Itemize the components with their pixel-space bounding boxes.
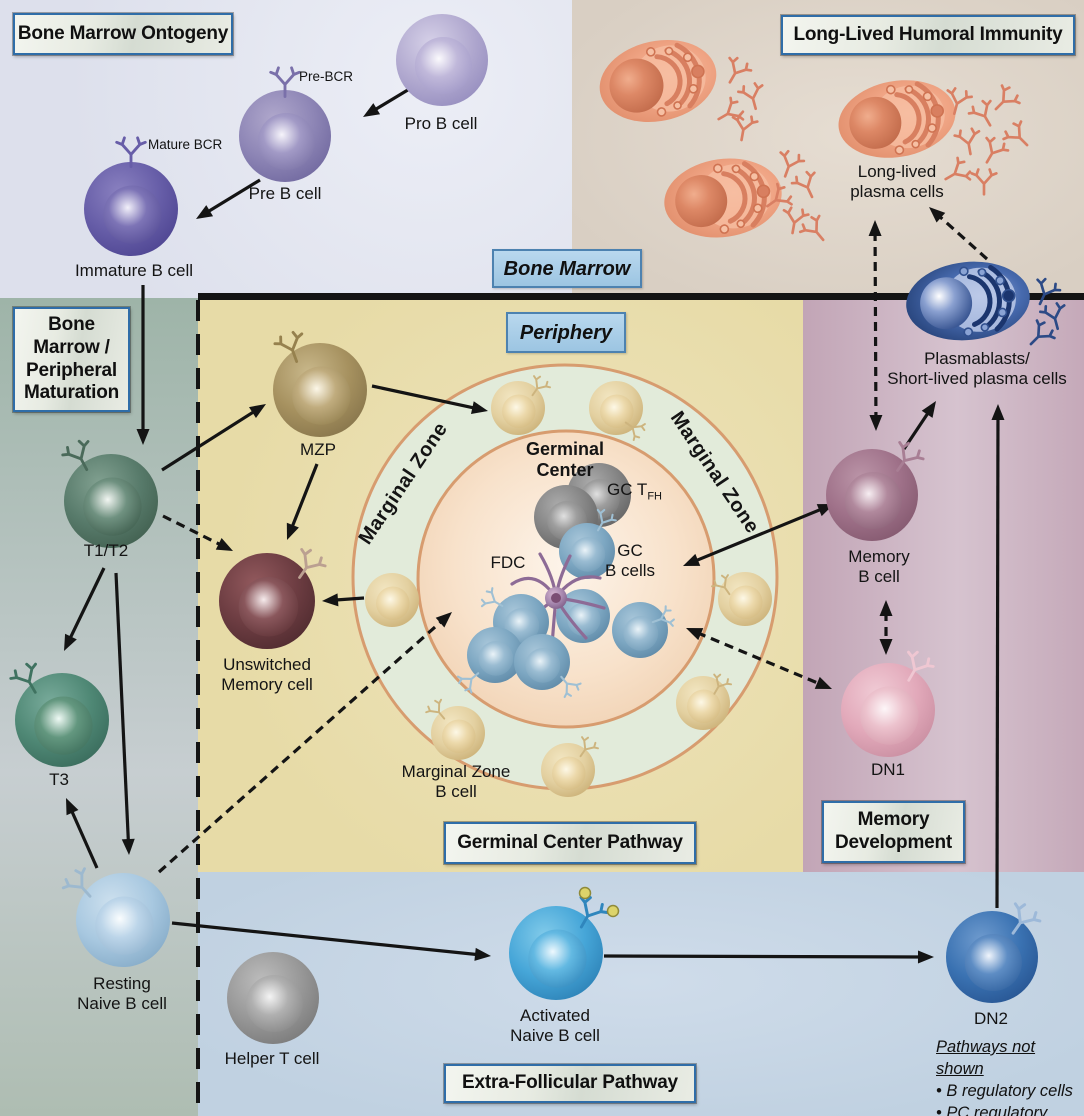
pathways-not-shown-note: Pathways not shown • B regulatory cells •… [936, 1036, 1084, 1116]
cell-helper-t-cell [227, 952, 319, 1044]
cell-gc-b-cell-right [612, 602, 675, 658]
cell-mz-b-cell-3 [365, 573, 419, 627]
arrow-plasmablast-memory-dashed-double [868, 220, 883, 431]
bcr-receptor-icon [531, 375, 551, 397]
arrow-memory-to-plasmablasts [902, 401, 936, 450]
bcr-receptor-icon [480, 587, 504, 608]
arrow-immature-to-t1t2 [136, 285, 150, 445]
cell-mz-b-cell-5 [425, 698, 485, 760]
fdc-cell [510, 552, 606, 648]
antibody-icon [728, 56, 753, 84]
cell-mz-b-cell-4 [711, 572, 772, 626]
antibody-icon [737, 82, 764, 111]
bcr-receptor-icon [596, 508, 617, 532]
arrow-dn2-to-plasmablasts [991, 404, 1005, 909]
bcr-receptor-icon [711, 574, 731, 596]
arrow-t1t2-to-t3 [64, 567, 106, 651]
cell-mz-b-cell-7 [676, 673, 733, 730]
arrow-mzp-to-unswitched [286, 463, 319, 540]
cell-long-lived-plasma-cell-3 [664, 158, 782, 238]
bcr-receptor-icon [61, 439, 90, 471]
bcr-receptor-icon [61, 867, 92, 898]
cell-mz-b-cell-6 [541, 736, 599, 797]
antibody-icon [946, 87, 973, 116]
cell-pre-b-cell [239, 66, 331, 182]
bcr-receptor-icon [907, 650, 935, 682]
bcr-receptor-icon [579, 736, 599, 758]
bcr-receptor-icon [624, 421, 646, 441]
arrow-resting-to-activated [171, 921, 491, 961]
cell-gc-b-cell-bottom [514, 634, 582, 699]
antibody-icon [994, 84, 1021, 111]
arrow-gcb-dn1-dashed-double [686, 628, 832, 689]
arrow-t1t2-to-mzp [161, 404, 266, 472]
arrow-mzp-to-marginal-zone [371, 384, 488, 414]
cell-gc-b-cell-top [559, 508, 617, 579]
antibody-icon [985, 136, 1010, 164]
arrow-resting-to-t3 [66, 798, 99, 869]
cell-t1-t2-cell [61, 439, 158, 548]
cell-long-lived-plasma-cell-2 [838, 80, 956, 158]
cell-mz-b-cell-2 [589, 381, 646, 441]
arrow-t1t2-to-resting [114, 572, 135, 855]
antibody-icon [798, 214, 825, 242]
bcr-receptor-icon [9, 662, 37, 694]
antibody-icon [944, 156, 972, 181]
antibody-icon [1039, 302, 1066, 331]
antibody-icon [717, 96, 745, 121]
bcr-receptor-icon [896, 441, 925, 472]
cell-pro-b-cell [396, 14, 488, 106]
bcr-receptor-icon [269, 66, 301, 98]
antibody-icon [782, 206, 810, 235]
pathways-note-item: • B regulatory cells [936, 1082, 1073, 1101]
antibody-icon [1002, 120, 1029, 147]
bcr-receptor-icon [579, 896, 609, 929]
pathways-note-item: • PC regulatory cells [936, 1104, 1048, 1116]
region-memory [803, 298, 1084, 872]
antibody-icon [731, 113, 759, 142]
cell-gc-b-cell-lowleft [456, 627, 523, 694]
antigen-dot-icon [606, 904, 620, 918]
bcr-receptor-icon [456, 672, 480, 694]
cell-plasmablast-cell [906, 261, 1030, 341]
bcr-receptor-icon [713, 673, 733, 695]
pathways-note-title: Pathways not shown [936, 1038, 1036, 1079]
bcr-receptor-icon [115, 136, 147, 168]
bcr-receptor-icon [651, 605, 675, 627]
bone-marrow-periphery-divider [198, 293, 1084, 300]
arrow-activated-to-dn2 [603, 950, 934, 964]
cell-dn1-cell [841, 650, 935, 757]
cell-unswitched-memory-cell [219, 548, 327, 649]
arrow-t1t2-to-unswitched-dashed [162, 514, 233, 551]
arrow-resting-to-gc-dashed [157, 612, 452, 874]
bcr-receptor-icon [1011, 902, 1042, 935]
cell-activated-naive-b-cell [509, 886, 620, 1000]
antibody-icon [970, 168, 998, 196]
bcr-receptor-icon [298, 548, 327, 579]
antibody-icon [765, 182, 793, 208]
cell-dn2-cell [946, 902, 1042, 1003]
cell-t3-cell [9, 662, 109, 767]
bcr-receptor-icon [560, 675, 582, 699]
bcr-receptor-icon [425, 698, 446, 720]
antibody-icon [1036, 277, 1062, 306]
cell-mzp-cell [273, 330, 367, 437]
arrow-plasmablast-to-longlived-dashed [929, 207, 989, 261]
antibody-icon [1029, 319, 1056, 346]
cell-mz-b-cell-1 [491, 375, 551, 435]
bcr-receptor-icon [273, 330, 304, 363]
cell-long-lived-plasma-cell-1 [599, 39, 717, 123]
antibody-icon [790, 170, 816, 199]
cell-resting-naive-b-cell [61, 867, 170, 967]
cell-memory-b-cell [826, 441, 925, 541]
arrow-mz-to-unswitched [322, 593, 365, 607]
arrow-pre-to-immature [196, 178, 261, 219]
cell-immature-b-cell [84, 136, 178, 256]
antigen-dot-icon [578, 886, 592, 900]
antibody-icon [967, 99, 992, 127]
antibody-icon [779, 149, 806, 178]
arrow-memory-dn1-dashed-double [879, 600, 893, 655]
antibody-icon [953, 127, 981, 156]
